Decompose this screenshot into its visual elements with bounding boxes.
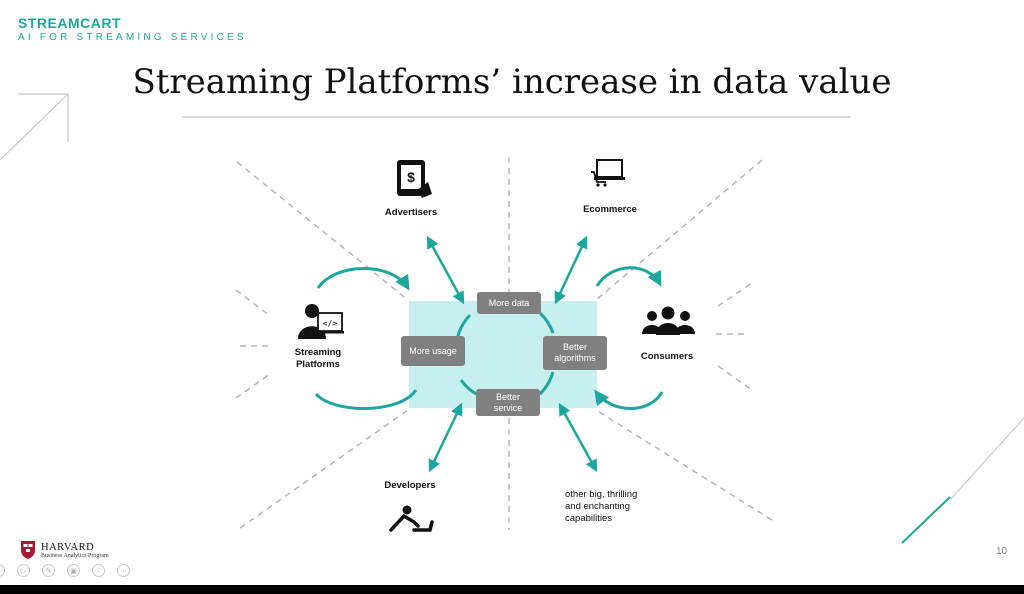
more-usage-box: More usage bbox=[401, 336, 465, 366]
better-service-line1: Better bbox=[495, 391, 520, 402]
svg-text:$: $ bbox=[407, 169, 415, 185]
consumers-label: Consumers bbox=[640, 351, 694, 362]
harvard-subtitle: Business Analytics Program bbox=[41, 552, 109, 559]
harvard-name: HARVARD bbox=[41, 541, 95, 553]
better-service-box: Better service bbox=[476, 389, 540, 416]
pen-icon[interactable]: ✎ bbox=[42, 564, 55, 577]
harvard-shield-icon bbox=[21, 541, 35, 559]
streaming-label-line1: Streaming bbox=[294, 347, 342, 358]
developers-arrow bbox=[428, 402, 463, 473]
corner-decoration bbox=[0, 93, 1024, 501]
other-text-line1: other big, thrilling bbox=[565, 489, 638, 500]
other-text-line3: capabilities bbox=[565, 513, 612, 524]
brand: STREAMCART AI FOR STREAMING SERVICES bbox=[18, 15, 247, 43]
better-service-line2: service bbox=[493, 402, 523, 413]
other-arrow bbox=[558, 402, 598, 473]
advertisers-label: Advertisers bbox=[384, 207, 438, 218]
page-number: 10 bbox=[996, 546, 1008, 557]
better-algorithms-line1: Better bbox=[562, 342, 587, 352]
better-algorithms-box: Better algorithms bbox=[543, 336, 607, 370]
streaming-label-line2: Platforms bbox=[296, 359, 340, 370]
streaming-platforms-label: Streaming Platforms bbox=[278, 347, 358, 371]
other-text-line2: and enchanting bbox=[565, 501, 630, 512]
ecommerce-label: Ecommerce bbox=[583, 204, 637, 215]
developers-label: Developers bbox=[384, 480, 436, 491]
bottom-bar bbox=[0, 585, 1024, 594]
svg-text:</>: </> bbox=[323, 319, 338, 328]
slides-icon[interactable]: ▣ bbox=[67, 564, 80, 577]
dashed-guides bbox=[235, 157, 773, 530]
previous-icon[interactable]: ‹ bbox=[0, 564, 5, 577]
slide-title: Streaming Platforms’ increase in data va… bbox=[132, 62, 892, 102]
side-curves bbox=[314, 266, 664, 410]
tablet-dollar-icon: $ bbox=[397, 160, 432, 198]
person-at-desk-icon bbox=[389, 505, 434, 532]
harvard-logo: HARVARD Business Analytics Program bbox=[20, 540, 109, 560]
better-algorithms-line2: algorithms bbox=[554, 353, 596, 363]
presentation-toolbar: ‹ ▷ ✎ ▣ ○ ⋯ bbox=[0, 564, 142, 577]
connector-arrows bbox=[426, 235, 598, 473]
ecommerce-arrow bbox=[554, 235, 588, 305]
play-icon[interactable]: ▷ bbox=[17, 564, 30, 577]
shopping-cart-laptop-icon bbox=[591, 159, 625, 187]
zoom-icon[interactable]: ○ bbox=[92, 564, 105, 577]
brand-tagline: AI FOR STREAMING SERVICES bbox=[18, 32, 247, 43]
advertisers-arrow bbox=[426, 235, 465, 305]
other-capabilities-text: other big, thrilling and enchanting capa… bbox=[565, 489, 665, 525]
more-data-text: More data bbox=[488, 297, 530, 308]
more-icon[interactable]: ⋯ bbox=[117, 564, 130, 577]
corner-accent-line bbox=[901, 496, 951, 544]
more-data-box: More data bbox=[477, 292, 541, 314]
developer-laptop-icon: </> bbox=[298, 304, 344, 339]
group-users-icon bbox=[642, 306, 695, 335]
more-usage-text: More usage bbox=[409, 345, 457, 356]
brand-name: STREAMCART bbox=[18, 15, 121, 31]
